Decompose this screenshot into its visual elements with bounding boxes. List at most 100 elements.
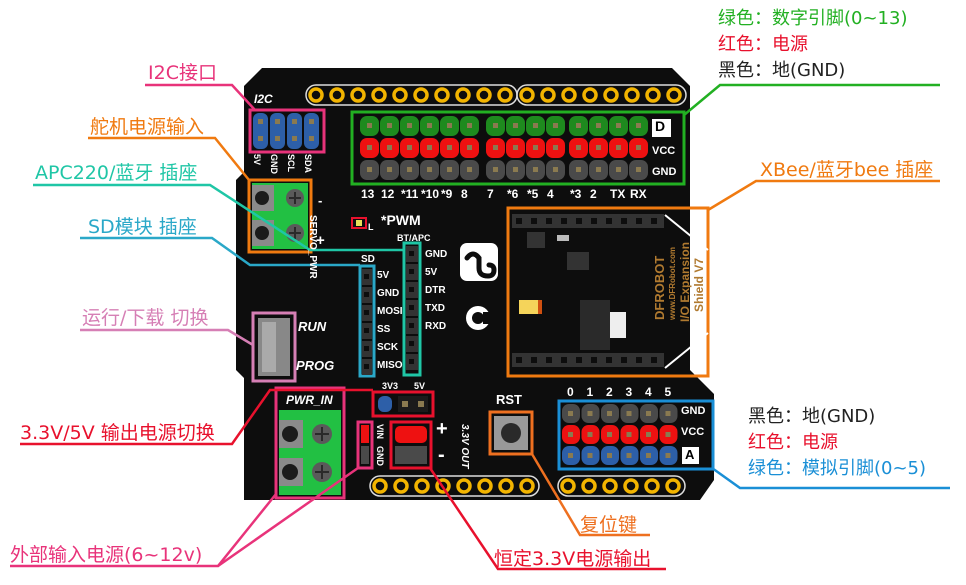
sd-pin-label: 5V: [377, 270, 390, 281]
i2c-pin-label: 5V: [252, 154, 262, 166]
header-pad: [560, 478, 576, 494]
header-pad: [393, 478, 409, 494]
pwr-in-terminal-block: [279, 410, 341, 495]
xbee-pin: [561, 218, 567, 224]
digital-pin: [407, 123, 412, 128]
brand-silk: DFROBOT: [652, 255, 667, 320]
xbee-highlight-box: [506, 206, 710, 378]
analog-pin-label: 5: [664, 385, 672, 399]
out-plus: +: [436, 418, 448, 440]
reset-highlight-box: [488, 410, 534, 456]
header-pad: [372, 478, 388, 494]
digital-pin: [636, 167, 641, 172]
jumper-5v-label: 5V: [414, 381, 426, 391]
digital-pin: [616, 167, 621, 172]
header-pad: [477, 478, 493, 494]
header-pad: [350, 87, 366, 103]
open-hardware-gear-icon: [466, 306, 493, 330]
xbee-pin: [651, 218, 657, 224]
sd-pin: [364, 346, 369, 351]
xbee-pin: [636, 218, 642, 224]
header-pad: [371, 87, 387, 103]
out33-leader: [428, 467, 666, 571]
digital-pin: [553, 123, 558, 128]
digital-pin: [447, 167, 452, 172]
xbee-pin: [576, 357, 582, 363]
sd-pin-label: SS: [377, 324, 391, 335]
jumper-3v3-pin: [378, 396, 392, 412]
digital-pin: [576, 167, 581, 172]
i2c-pin-label: GND: [269, 154, 279, 174]
sd-pin-label: GND: [377, 288, 400, 299]
digital-pin: [616, 145, 621, 150]
digital-pin-label: 4: [547, 187, 554, 201]
xbee-pin: [531, 218, 537, 224]
version-silk: Shield V7: [692, 257, 706, 312]
digital-pin: [467, 123, 472, 128]
digital-pin: [596, 123, 601, 128]
digital-pin: [467, 167, 472, 172]
bt-pin: [409, 341, 414, 346]
digital-pin: [513, 145, 518, 150]
digital-pin: [367, 123, 372, 128]
digital-pin: [576, 145, 581, 150]
header-pad: [645, 87, 661, 103]
bt-pin-label: DTR: [425, 285, 446, 296]
xbee-pin: [546, 357, 552, 363]
bt-pin-label: TXD: [425, 303, 445, 314]
digital-pin: [387, 123, 392, 128]
digital-pin: [387, 145, 392, 150]
digital-leader: [683, 83, 940, 116]
digital-pin-label: RX: [630, 187, 647, 201]
i2c-pin: [275, 136, 280, 141]
bt-highlight-box: [402, 241, 422, 377]
header-pad: [456, 478, 472, 494]
digital-pin: [367, 167, 372, 172]
xbee-pin: [651, 357, 657, 363]
digital-pin: [513, 123, 518, 128]
analog-pin: [568, 411, 573, 416]
i2c-pin-label: SCL: [286, 154, 296, 172]
i2c-highlight-box: [248, 108, 326, 154]
digital-pin: [636, 145, 641, 150]
header-pad: [413, 87, 429, 103]
bt-pin-label: RXD: [425, 321, 447, 332]
legend-digital-green: 绿色：数字引脚(0~13): [718, 8, 908, 29]
analog-pin: [646, 432, 651, 437]
xbee-header-bottom: [512, 353, 664, 367]
digital-pin: [427, 167, 432, 172]
header-pad: [308, 87, 324, 103]
i2c-pin: [292, 136, 297, 141]
legend-digital-black: 黑色：地(GND): [718, 60, 846, 81]
voltage-jumper-box: [371, 390, 435, 418]
digital-pin: [636, 123, 641, 128]
digital-pin: [533, 123, 538, 128]
jumper-3v3-label: 3V3: [382, 381, 399, 391]
xbee-pin: [591, 218, 597, 224]
header-pad: [666, 87, 682, 103]
digital-pin-label: *6: [507, 187, 519, 201]
led-l-label: L: [368, 222, 374, 232]
digital-pin: [493, 167, 498, 172]
i2c-pin: [309, 119, 314, 124]
legend-analog-green: 绿色：模拟引脚(0~5): [748, 458, 927, 479]
xbee-pin: [606, 357, 612, 363]
out33-box: [389, 420, 433, 470]
digital-pin: [553, 145, 558, 150]
header-pad: [498, 478, 514, 494]
header-pad: [581, 478, 597, 494]
servo-terminal-block: [252, 183, 308, 249]
digital-pin: [447, 123, 452, 128]
digital-pin: [467, 145, 472, 150]
i2c-pin: [292, 119, 297, 124]
analog-pin: [587, 411, 593, 416]
xbee-pin: [636, 357, 642, 363]
digital-pin: [596, 145, 601, 150]
header-pad: [434, 87, 450, 103]
xbee-pin: [576, 218, 582, 224]
pwr-in-silk: PWR_IN: [286, 393, 333, 407]
digital-pin-label: *3: [570, 187, 582, 201]
led-l: [356, 220, 362, 226]
servo-leader: [88, 136, 250, 181]
digital-pin-label: 8: [461, 187, 468, 201]
